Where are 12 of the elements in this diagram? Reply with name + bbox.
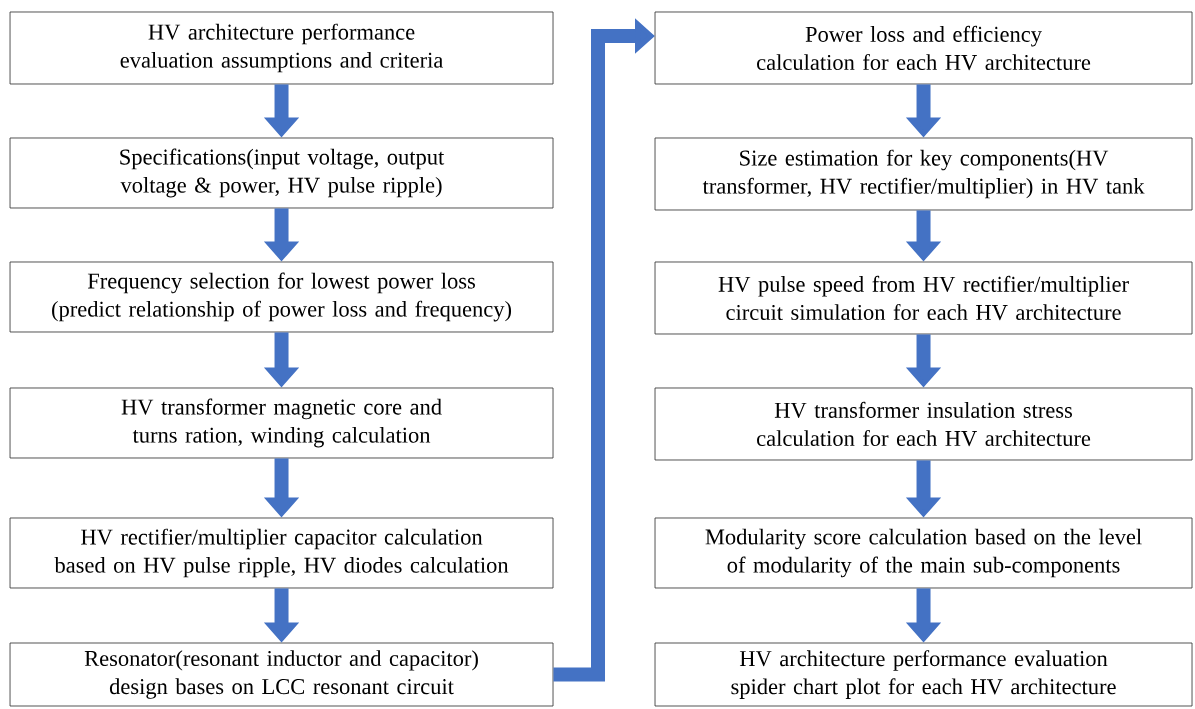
process-box: HV architecture performance evaluation assumptions and criteria [9, 11, 554, 85]
process-box: Modularity score calculation based on the level of modularity of the main sub-components [654, 517, 1193, 589]
process-box: HV rectifier/multiplier capacitor calculation based on HV pulse ripple, HV diodes calculation [9, 517, 554, 589]
process-box: HV pulse speed from HV rectifier/multiplier circuit simulation for each HV architecture [654, 261, 1193, 335]
process-box: HV transformer insulation stress calculation for each HV architecture [654, 387, 1193, 461]
process-box: HV transformer magnetic core and turns ration, winding calculation [9, 387, 554, 459]
process-box: HV architecture performance evaluation spider chart plot for each HV architecture [654, 642, 1193, 707]
process-box: Resonator(resonant inductor and capacitor) design bases on LCC resonant circuit [9, 642, 554, 707]
process-box: Size estimation for key components(HV transformer, HV rectifier/multiplier) in HV tank [654, 137, 1193, 211]
process-box: Power loss and efficiency calculation for each HV architecture [654, 11, 1193, 85]
process-box: Specifications(input voltage, output voltage & power, HV pulse ripple) [9, 137, 554, 209]
process-box: Frequency selection for lowest power loss (predict relationship of power loss and frequency) [9, 261, 554, 333]
